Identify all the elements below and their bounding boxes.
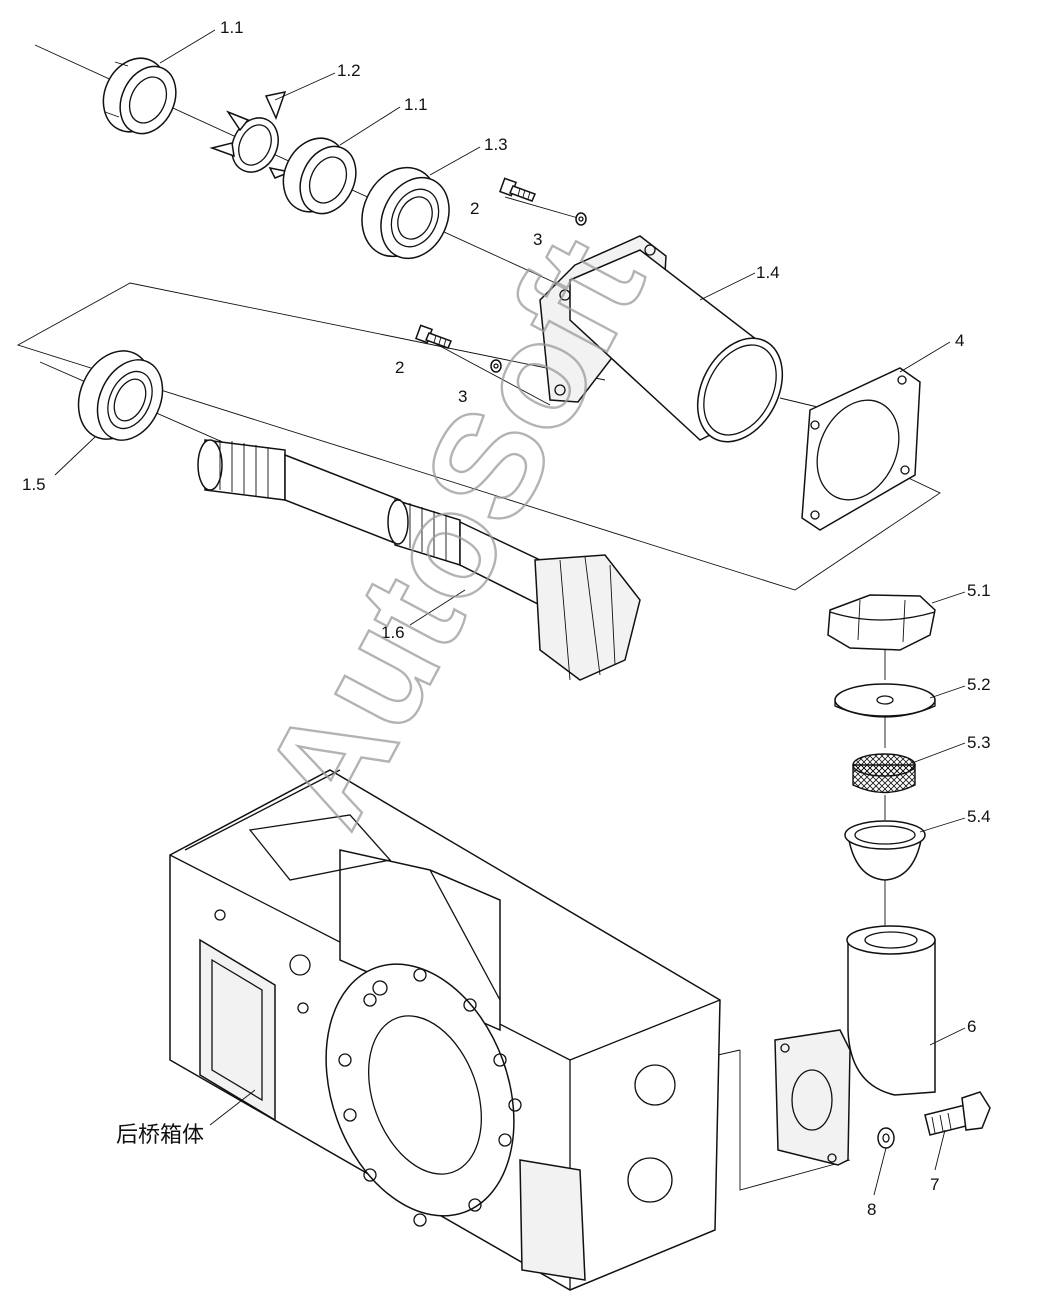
- callout-cap: 5.1: [967, 581, 991, 600]
- callout-washer-lower: 3: [458, 387, 467, 406]
- callout-elbow-washer: 8: [867, 1200, 876, 1219]
- callout-filter-cup: 5.4: [967, 807, 991, 826]
- callout-bearing-housing: 1.4: [756, 263, 780, 282]
- rear-axle-housing: [169, 769, 721, 1291]
- cap-gasket-disc: [834, 683, 936, 718]
- flange-gasket: [801, 367, 921, 531]
- callout-shaft: 1.6: [381, 623, 405, 642]
- lock-washer: [209, 90, 293, 179]
- filler-cap: [827, 594, 936, 651]
- ball-bearing-upper: [361, 166, 450, 260]
- callout-bolt-lower: 2: [395, 358, 404, 377]
- callout-bearing-lower: 1.5: [22, 475, 46, 494]
- ball-bearing-lower: [77, 350, 164, 441]
- bolt-lower: [415, 324, 453, 349]
- filter-screen: [852, 753, 916, 794]
- washer-lower: [490, 359, 502, 373]
- callout-bearing-upper: 1.3: [484, 135, 508, 154]
- splined-shaft: [197, 439, 641, 681]
- filter-cup: [844, 820, 926, 881]
- elbow-washer: [877, 1127, 895, 1149]
- callout-filler-elbow: 6: [967, 1017, 976, 1036]
- housing-label: 后桥箱体: [116, 1123, 204, 1148]
- bolt-upper: [499, 177, 537, 202]
- callout-lock-washer: 1.2: [337, 61, 361, 80]
- callout-bolt-upper: 2: [470, 199, 479, 218]
- round-nut-2: [282, 137, 357, 215]
- callout-gasket: 4: [955, 331, 964, 350]
- callout-cap-gasket: 5.2: [967, 675, 991, 694]
- callout-washer-upper: 3: [533, 230, 542, 249]
- shaft-group-outline: [16, 282, 941, 591]
- callout-elbow-bolt: 7: [930, 1175, 939, 1194]
- filler-elbow-pipe: [774, 925, 936, 1166]
- elbow-bolt: [924, 1091, 991, 1136]
- callout-leaders: [54, 29, 966, 1196]
- round-nut-1: [102, 57, 177, 135]
- callout-filter-screen: 5.3: [967, 733, 991, 752]
- callout-labels: 1.1 1.2 1.1 1.3 2 3 1.4 2 3 4 1.5 1.6 5.…: [22, 18, 991, 1219]
- washer-upper: [575, 212, 587, 226]
- callout-nut-top: 1.1: [220, 18, 244, 37]
- callout-nut-second: 1.1: [404, 95, 428, 114]
- bearing-housing: [539, 235, 784, 443]
